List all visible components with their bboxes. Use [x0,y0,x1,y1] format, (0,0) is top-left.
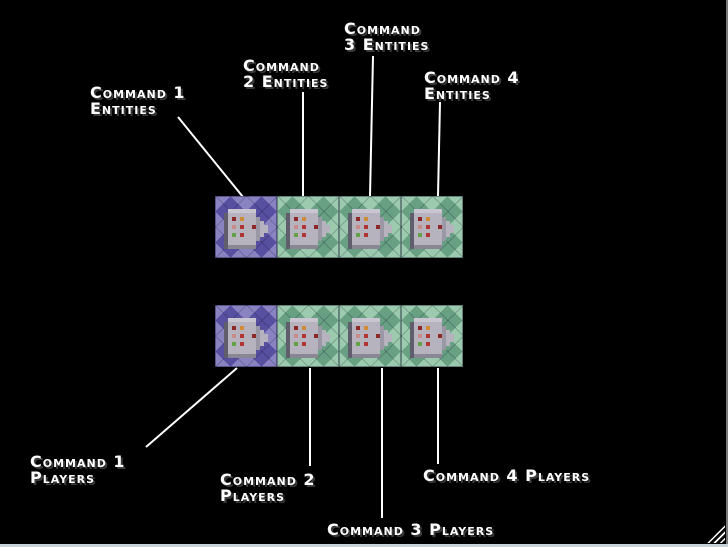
tile-command-4-players[interactable] [401,305,463,367]
tile-command-2-entities[interactable] [277,196,339,258]
tile-command-3-entities[interactable] [339,196,401,258]
tile-command-3-players[interactable] [339,305,401,367]
leader-line-command-1-entities [177,116,244,198]
building-icon [348,318,392,358]
resize-grip-icon[interactable] [706,525,725,543]
players-tile-row [215,305,463,367]
label-command-2-entities: Command 2 Entities [243,56,329,91]
label-command-3-entities: Command 3 Entities [344,19,430,54]
building-icon [224,209,268,249]
label-command-3-players: Command 3 Players [327,520,495,539]
tile-command-1-players[interactable] [215,305,277,367]
tile-command-4-entities[interactable] [401,196,463,258]
window-border-right [726,0,728,547]
window-border-bottom [0,544,728,547]
label-command-2-players: Command 2 Players [220,470,316,505]
label-command-1-players: Command 1 Players [30,452,126,487]
label-command-1-entities: Command 1 Entities [90,83,186,118]
building-icon [410,209,454,249]
building-icon [286,318,330,358]
leader-line-command-3-entities [369,55,374,197]
building-icon [410,318,454,358]
tile-command-2-players[interactable] [277,305,339,367]
label-command-4-players: Command 4 Players [423,466,591,485]
tile-command-1-entities[interactable] [215,196,277,258]
entities-tile-row [215,196,463,258]
leader-line-command-1-players [145,367,238,448]
building-icon [348,209,392,249]
leader-line-command-4-entities [437,101,441,197]
building-icon [224,318,268,358]
label-command-4-entities: Command 4 Entities [424,68,520,103]
building-icon [286,209,330,249]
